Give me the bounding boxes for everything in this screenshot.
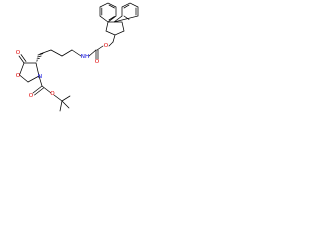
tbu-methyl-1 [61,95,71,102]
butyl-chain [39,49,82,57]
ring-bond-n-c2 [27,75,40,83]
boc-carbonyl-bond-1 [32,85,43,94]
left-ring-double-2 [108,4,115,9]
molecule-svg: O O N O O NH O O [16,2,139,112]
chain-bond-2 [50,49,63,57]
fmoc-ester-oxygen-label: O [104,43,109,49]
boc-carbonyl-oxygen-label: O [29,93,34,99]
stereo-hash-bond [36,53,44,62]
fluorene-right-benzene [113,2,139,23]
fmoc-carbonyl-oxygen-label: O [95,59,100,65]
carbonyl-bond-2 [20,54,27,62]
chain-bond-1 [39,49,52,55]
fluorene-five-ring [105,21,125,36]
fluorene-group [99,2,139,36]
nh-label: NH [81,54,89,60]
chain-bond-3 [61,49,73,57]
right-ring-double-3 [123,15,130,20]
boc-group [32,75,71,112]
ring-oxygen-label: O [16,73,21,79]
ring-bond-o-c5 [19,62,25,76]
boc-ester-bond [41,85,52,94]
ch2-to-c9-bond [112,34,116,43]
n-to-carbonyl-bond [38,75,43,87]
carbonyl-bond-1 [18,55,25,64]
tbu-methyl-2 [61,100,70,109]
ring-bond-c4-n [35,62,40,77]
atom-labels: O O N O O NH O O [16,43,109,99]
structure-diagram: O O N O O NH O O [0,0,152,152]
right-ring-double-2 [123,4,130,9]
fmoc-carbamate [88,34,116,60]
oxazolidinone-ring [18,54,40,83]
o-to-ch2-bond [108,41,114,47]
left-ring-double-3 [108,16,115,21]
o-to-tbu-bond [53,94,63,102]
boc-carbonyl-bond-2 [34,87,44,96]
fluorene-left-benzene [99,2,117,23]
fmoc-ester-bond [96,45,104,51]
nh-to-carbonyl-bond [88,49,97,57]
boc-ester-oxygen-label: O [50,91,55,97]
carbonyl-oxygen-label: O [16,50,21,56]
chain-bond-4 [71,49,82,57]
ring-nitrogen-label: N [38,74,42,80]
tbu-methyl-3 [59,100,63,112]
ring-bond-c2-o [19,74,29,83]
